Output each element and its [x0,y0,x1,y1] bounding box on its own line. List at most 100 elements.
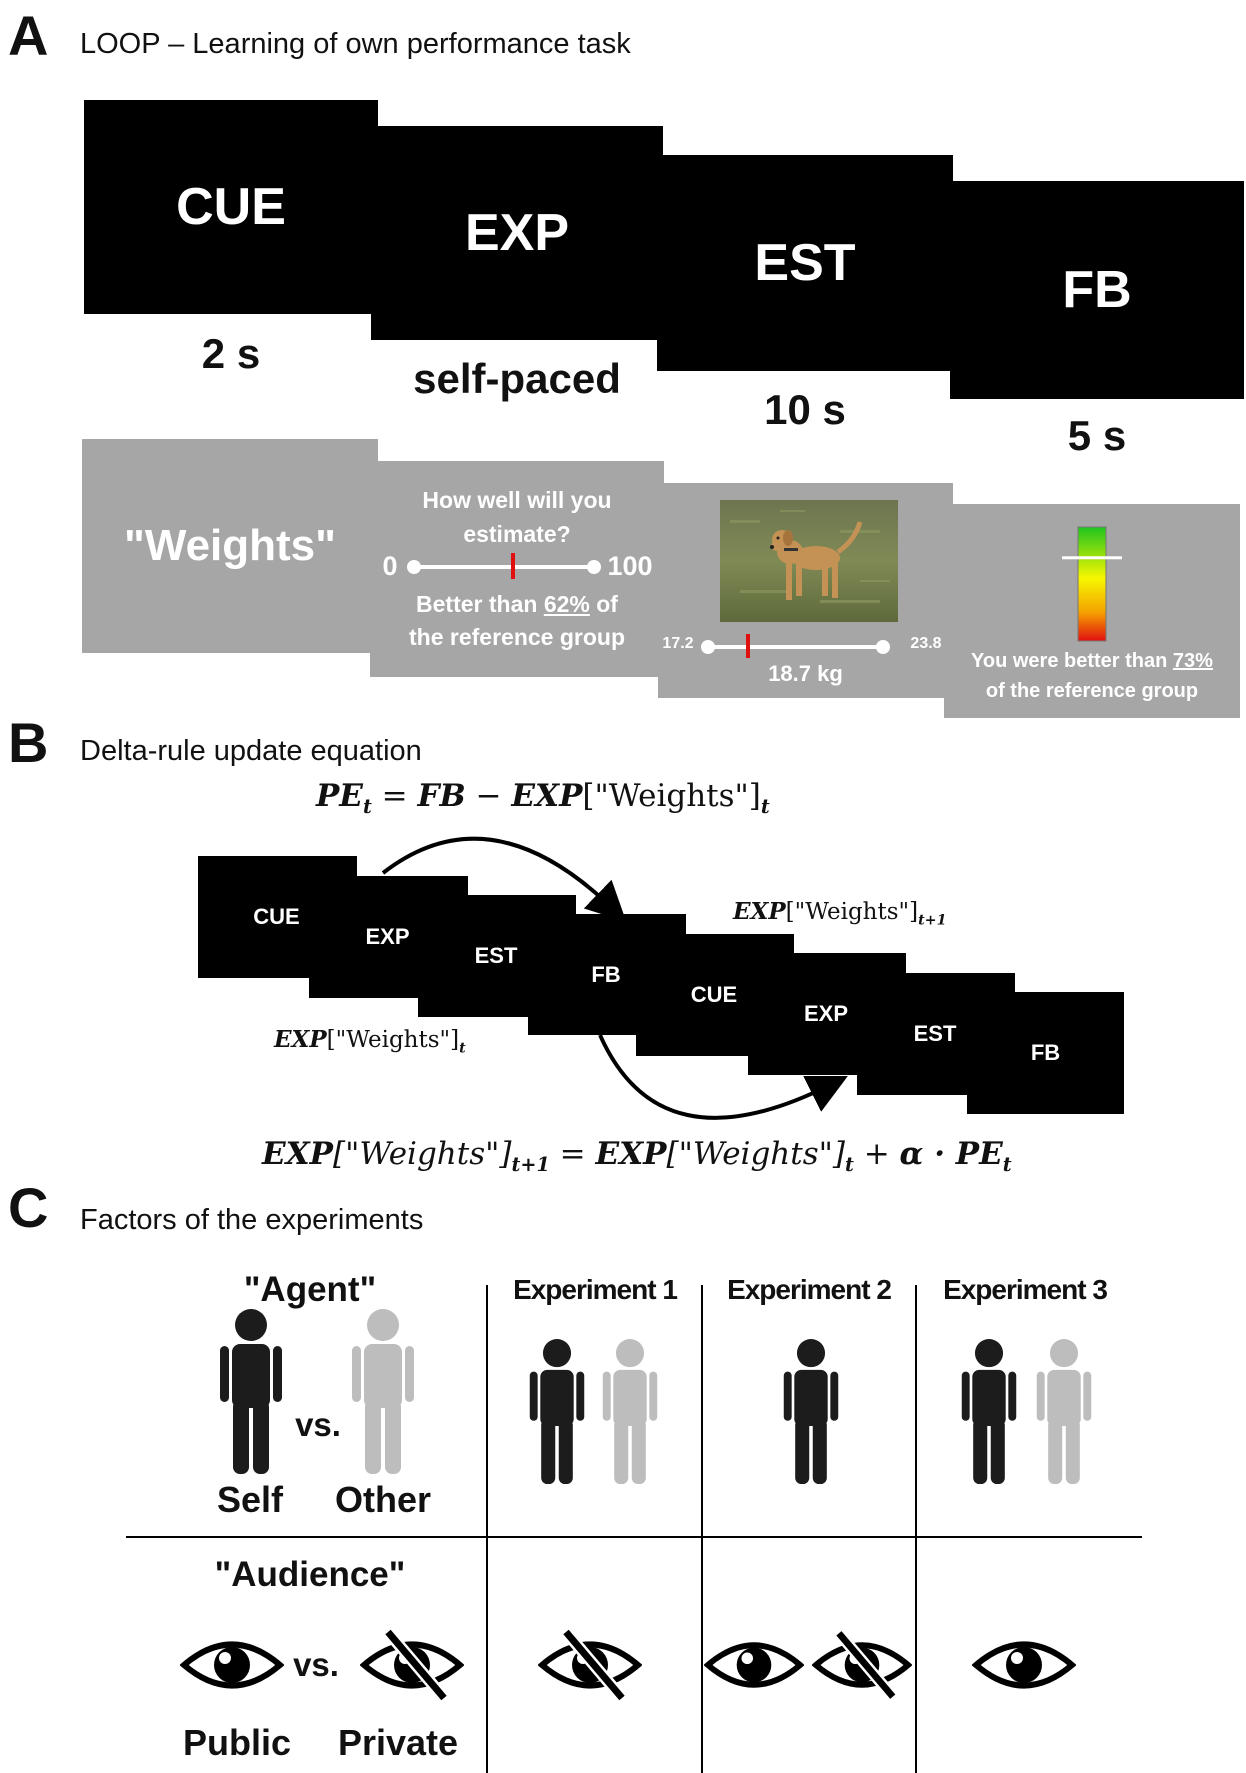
exp-example-screen: How well will you estimate? 0 100 Better… [370,461,664,677]
label-exp-t: EXP["Weights"]t [274,1026,466,1057]
panel-b-title: Delta-rule update equation [80,735,422,767]
phase-est-label: EST [754,234,856,292]
pe-equation: PEt = FB − EXP["Weights"]t [316,778,770,818]
experiment-1-heading: Experiment 1 [513,1274,678,1305]
exp1-self-icon [529,1339,585,1485]
trial1-fb-label: FB [591,961,621,987]
fb-example-screen: You were better than 73% of the referenc… [944,504,1240,718]
audience-vs: vs. [293,1646,339,1683]
exp1-private-eye-icon [538,1626,642,1704]
person-self-icon [220,1309,282,1474]
exp3-public-eye-icon [972,1636,1076,1694]
phase-fb-label: FB [1062,261,1132,319]
eye-private-icon [360,1626,464,1704]
cue-example-screen: "Weights" [82,439,378,653]
phase-cue-label: CUE [176,178,286,236]
est-slider-left-knob [701,640,715,654]
eye-public-icon [180,1636,284,1694]
fb-performance-bar [1062,526,1122,642]
est-slider [708,645,883,649]
update-arg: ["Weights"] [333,1136,512,1172]
est-scale-min: 17.2 [662,635,694,652]
panel-b-letter: B [8,711,49,774]
table-divider-horizontal [126,1536,1142,1538]
phase-exp-label: EXP [464,204,570,262]
update-sub3: t [1002,1153,1012,1177]
update-arg2: ["Weights"] [666,1136,845,1172]
est-estimate: 18.7 kg [768,661,843,686]
update-sub2: t [844,1153,854,1177]
exp-slider-left-knob [407,560,421,574]
phase-cue-screen: CUE [84,100,378,314]
duration-est: 10 s [764,386,846,433]
fb-result-value: 73% [1172,650,1213,672]
agent-self-label: Self [216,1479,284,1520]
exp3-self-icon [961,1339,1017,1485]
audience-heading: "Audience" [214,1555,406,1594]
experiment-3-heading: Experiment 3 [943,1274,1108,1305]
update-equation: EXP["Weights"]t+1 = EXP["Weights"]t + α … [262,1136,1012,1176]
label-exp-t-subscript: t [459,1040,466,1057]
exp2-self-icon [783,1339,839,1485]
pe-exp: EXP [511,778,583,814]
duration-exp: self-paced [413,355,621,402]
audience-public-label: Public [182,1722,292,1763]
est-slider-marker [745,634,750,658]
pe-minus: − [465,778,512,814]
phase-est-screen: EST [657,155,953,371]
trial2-exp-label: EXP [803,1001,849,1026]
trial2-fb: FB [967,992,1124,1114]
panel-c-letter: C [8,1176,49,1239]
exp-result-value: 62% [543,591,590,617]
pe-arg: ["Weights"] [582,778,761,814]
label-exp-t1: EXP["Weights"]t+1 [733,898,947,929]
dog-photo [720,500,898,622]
agent-vs: vs. [295,1406,341,1443]
pe-symbol: PE [316,778,363,814]
phase-exp-screen: EXP [371,126,663,340]
update-pe: PE [955,1136,1003,1172]
trial2-est-label: EST [913,1021,957,1046]
agent-other-label: Other [334,1479,431,1520]
pe-equals: = [371,778,418,814]
trial2-cue-label: CUE [690,982,738,1007]
pe-subscript: t [362,795,372,819]
exp2-private-eye-icon [812,1626,912,1704]
exp-slider [414,565,594,569]
label-exp-t1-arg: ["Weights"] [785,899,919,925]
pe-fb: FB [417,778,466,814]
person-other-icon [352,1309,414,1474]
table-divider-col1 [486,1285,488,1773]
est-scale-max: 23.8 [910,635,942,652]
fb-result-line1: You were better than 73% [944,650,1240,673]
exp-scale-max: 100 [607,551,653,581]
duration-cue: 2 s [201,330,261,377]
est-example-screen: 17.2 23.8 18.7 kg [658,483,953,698]
update-alpha: α · [899,1136,956,1172]
update-exp2: EXP [595,1136,667,1172]
exp-slider-marker [511,553,515,579]
phase-fb-screen: FB [950,181,1244,399]
exp-result-line1: Better than 62% of [370,591,664,618]
duration-fb: 5 s [1067,412,1127,459]
label-exp-t-symbol: EXP [274,1026,327,1053]
exp2-public-eye-icon [704,1636,804,1694]
trial1-exp-label: EXP [365,924,410,949]
update-exp: EXP [262,1136,333,1172]
table-divider-col3 [915,1285,917,1773]
panel-a-title: LOOP – Learning of own performance task [80,28,631,60]
exp-scale-min: 0 [382,551,398,581]
update-equals: = [549,1136,596,1172]
label-exp-t-arg: ["Weights"] [326,1027,460,1053]
fb-result-prefix: You were better than [971,650,1173,672]
audience-private-label: Private [337,1722,459,1763]
fb-result-line2: of the reference group [985,680,1199,702]
exp-slider-right-knob [587,560,601,574]
trial2-fb-label: FB [1030,1040,1061,1065]
trial1-est-label: EST [474,943,518,968]
experiment-2-heading: Experiment 2 [727,1274,892,1305]
label-exp-t1-subscript: t+1 [918,912,947,929]
panel-a-letter: A [8,4,49,67]
exp-result-line2: the reference group [409,624,625,650]
exp3-other-icon [1036,1339,1092,1485]
